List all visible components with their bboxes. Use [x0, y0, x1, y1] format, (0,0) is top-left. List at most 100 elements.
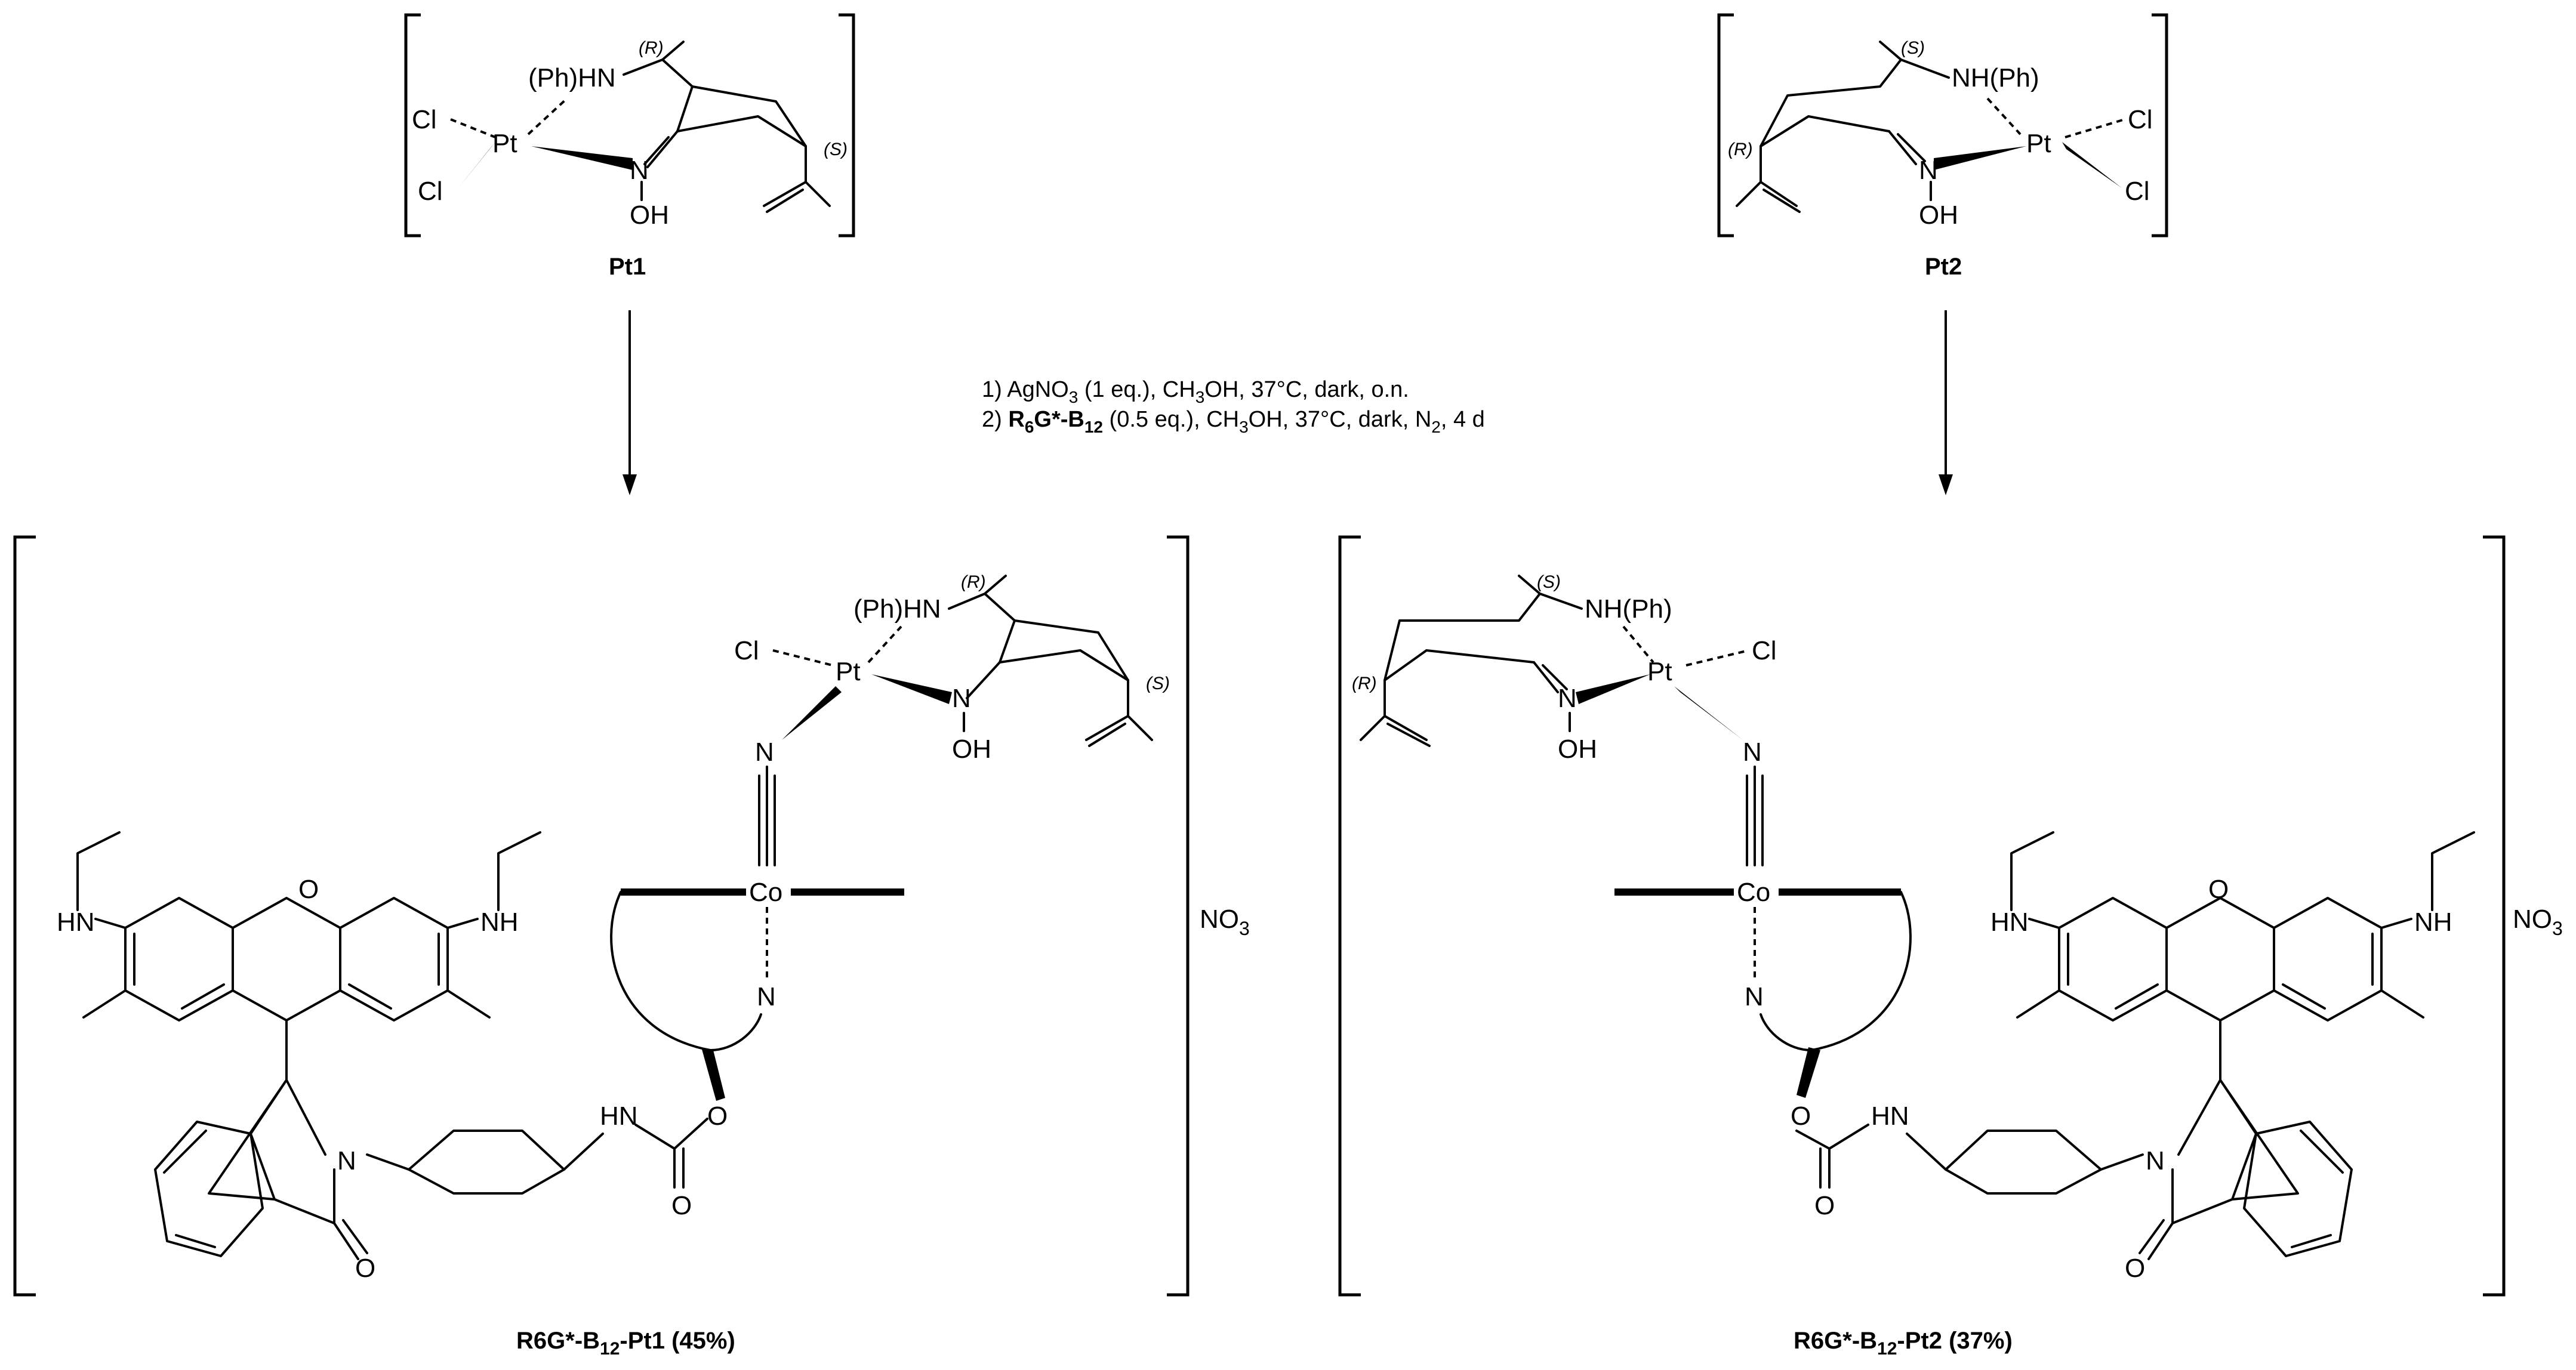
bond-pt-nh [527, 97, 568, 135]
bond-methyl [1518, 575, 1541, 595]
bond-isopropenyl-double [1088, 723, 1126, 747]
bond-spiro-n [285, 1079, 326, 1156]
stereo-label: (S) [1537, 572, 1561, 592]
bracket-right [2152, 13, 2168, 237]
bond-methyl [661, 41, 685, 61]
bond-pt-n-wedge [531, 146, 633, 170]
bond-pt-nh [1986, 97, 2022, 135]
bond-nh-ring [1906, 1133, 1947, 1171]
bond-pt-n-wedge [871, 674, 952, 704]
atom-n: N [1745, 982, 1764, 1011]
bond-double [175, 1234, 216, 1248]
bond-spiro-n [2177, 1079, 2221, 1156]
bond-double [2115, 983, 2159, 1010]
compound-label-product-2: R6G*-B12-Pt2 (37%) [1794, 1328, 2013, 1359]
atom-n: N [630, 156, 649, 185]
bond-c-n-double [1888, 130, 1917, 165]
xanthene-center-ring [2165, 897, 2275, 1022]
atom-hn: HN [57, 908, 95, 937]
compound-label-product-1: R6G*-B12-Pt1 (45%) [516, 1328, 735, 1359]
bond-double [2282, 983, 2326, 1010]
bond-double [348, 983, 392, 1010]
bond-pt-nh [867, 625, 902, 664]
arrowhead [1939, 474, 1953, 495]
bond-carbonyl [342, 1219, 368, 1254]
atom-n: N [1558, 684, 1577, 713]
bond-nh-ring [563, 1133, 604, 1171]
atom-n: N [757, 982, 776, 1011]
bond-c-n-double [1533, 661, 1559, 693]
xanthene-right-ring [2273, 897, 2383, 1022]
bracket-left [13, 535, 36, 1297]
bond-isopropenyl [1127, 715, 1153, 741]
reaction-conditions: 1) AgNO3 (1 eq.), CH3OH, 37°C, dark, o.n… [982, 377, 1485, 436]
bond-double [2300, 1130, 2344, 1174]
bond-ring-n [366, 1153, 410, 1171]
bond-c-nh [2028, 918, 2060, 929]
bond-c-nh [1828, 1124, 1869, 1150]
bond-c-nh [634, 1124, 676, 1150]
atom-o: O [671, 1191, 692, 1220]
atom-n: N [337, 1146, 356, 1175]
bond-isopropenyl [1760, 181, 1798, 207]
stereo-label: (S) [1901, 38, 1925, 58]
bond-methyl [446, 989, 491, 1019]
xanthene-center-ring [232, 897, 341, 1022]
bond-c-nh [1539, 593, 1583, 610]
stereo-label: (R) [1352, 674, 1377, 693]
condition-step2: 2) R6G*-B12 (0.5 eq.), CH3OH, 37°C, dark… [982, 407, 1485, 436]
compound-product-1: NO3 Cl Pt (Ph)HN N OH (R) (S) N Co N O [13, 535, 1250, 1359]
bond-isopropenyl [805, 181, 831, 207]
benzo-ring [2243, 1121, 2353, 1257]
ring-bond [999, 619, 1129, 681]
compound-label-pt1: Pt1 [609, 254, 646, 280]
bond-pt-n-wedge [1576, 674, 1650, 704]
atom-oh: OH [630, 200, 669, 230]
xanthene-left-ring [124, 897, 234, 1022]
atom-cl: Cl [2125, 177, 2150, 206]
bond-pt-cl-hashed [1686, 649, 1749, 667]
bond-isopropenyl [1085, 715, 1129, 741]
bracket-right [839, 13, 855, 237]
bond-methyl [1879, 41, 1902, 61]
atom-n: N [1919, 156, 1938, 185]
xanthene-left-ring [2058, 897, 2168, 1022]
bond-methyl [82, 989, 127, 1019]
bond-ribose-wedge [1797, 1047, 1820, 1098]
stereo-label: (S) [1146, 674, 1170, 693]
bond-c-nh [2380, 918, 2412, 929]
atom-o: O [1791, 1101, 1811, 1131]
bond-isopropenyl [1360, 715, 1386, 741]
reaction-arrows [623, 310, 1953, 495]
compound-product-2: NO3 (S) (R) NH(Ph) N OH Pt Cl N Co N [1338, 535, 2563, 1359]
bond-pt-n-wedge [1934, 146, 2026, 170]
ethyl-group [2431, 831, 2475, 911]
bracket-left [1338, 535, 1361, 1297]
atom-hn: HN [1990, 908, 2029, 937]
benzo-ring [154, 1121, 264, 1257]
bracket-right [1167, 535, 1190, 1297]
lactam-ring [2171, 1079, 2299, 1224]
bond-pt-nitrile-wedge [1674, 686, 1743, 740]
ring-bond [676, 85, 807, 147]
bond-pt-cl-hashed [2065, 118, 2125, 138]
ethyl-group [2010, 831, 2054, 911]
compound-pt2: NH(Ph) N OH Pt Cl Cl (S) (R) Pt2 [1717, 13, 2168, 280]
bond-o-c [1795, 1130, 1831, 1150]
bond-isopropenyl-double [1386, 723, 1431, 747]
atom-phhn: (Ph)HN [528, 63, 616, 92]
atom-nh: NH [480, 908, 519, 937]
atom-oh: OH [952, 735, 991, 764]
bond-c-n-double [1542, 664, 1568, 690]
stereo-label: (S) [824, 140, 848, 159]
bracket-left [1717, 13, 1734, 237]
atom-nhph: NH(Ph) [1952, 63, 2039, 92]
atom-hn: HN [1871, 1101, 1909, 1131]
bond-methyl [2016, 989, 2060, 1019]
atom-hn: HN [600, 1101, 638, 1131]
atom-co: Co [1737, 878, 1770, 907]
bond-methyl [2380, 989, 2424, 1019]
xanthene-right-ring [339, 897, 449, 1022]
atom-nh: NH [2414, 908, 2452, 937]
atom-nhph: NH(Ph) [1585, 594, 1672, 624]
